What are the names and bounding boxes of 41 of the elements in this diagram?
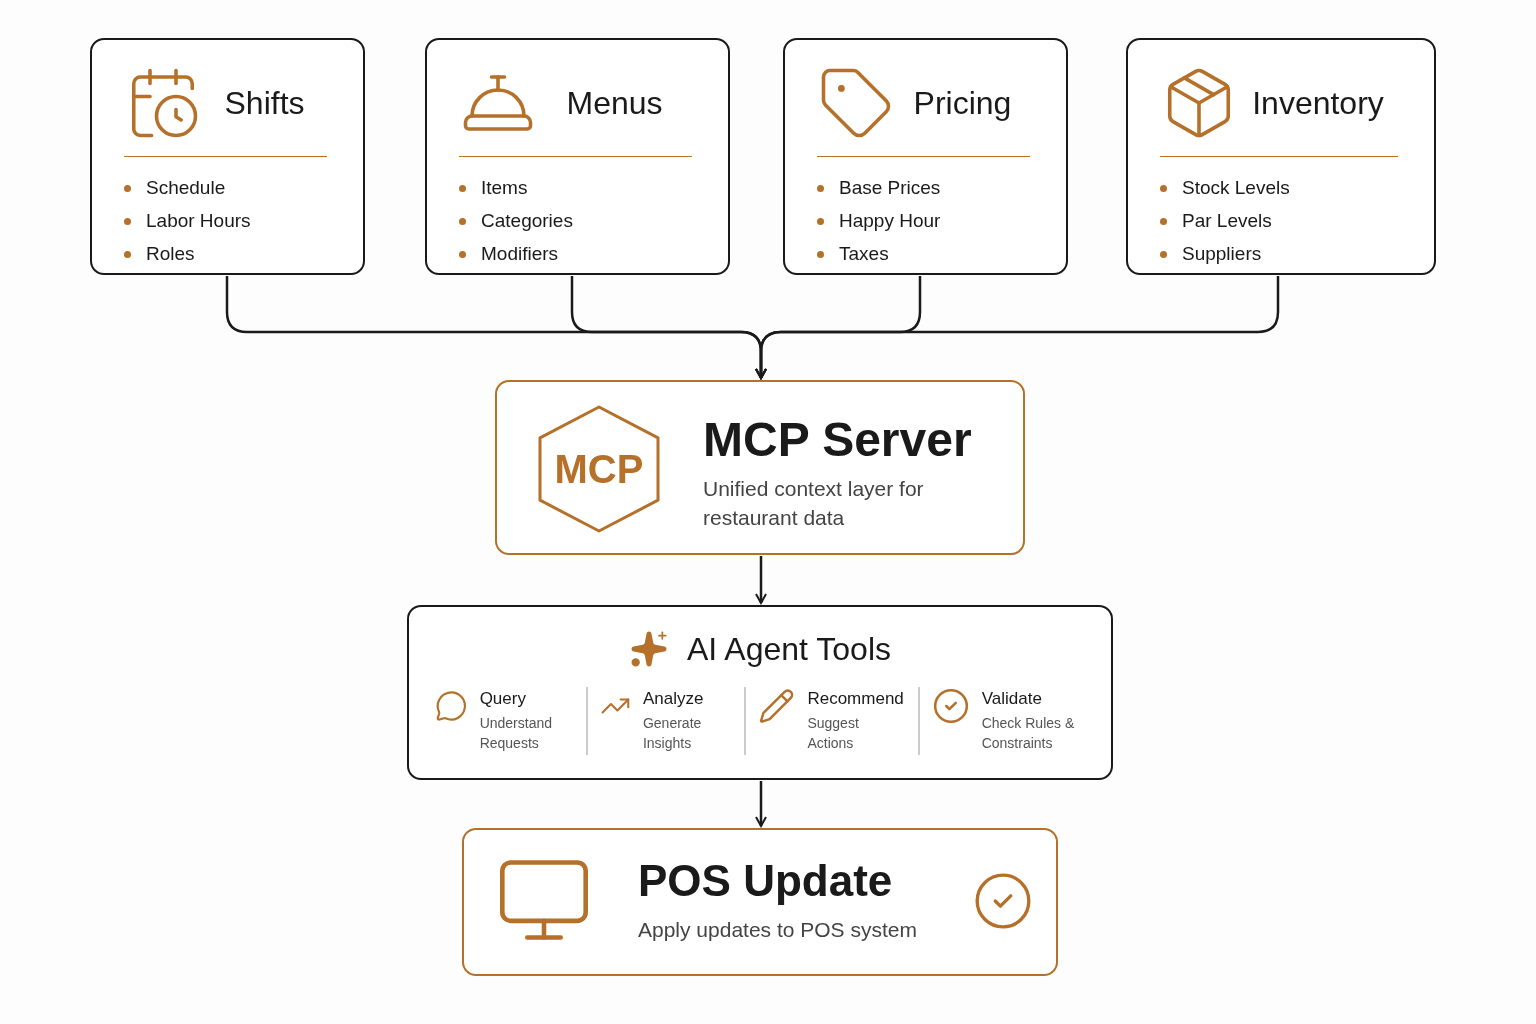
list-item: Schedule [124, 171, 363, 204]
arrow [755, 556, 767, 604]
list-item: Suppliers [1160, 237, 1434, 270]
card-title: Shifts [223, 84, 306, 122]
list-item: Taxes [817, 237, 1066, 270]
hexagon-badge [537, 404, 661, 534]
tool-description: Check Rules & Constraints [981, 714, 1076, 753]
list-item: Stock Levels [1160, 171, 1434, 204]
list-item: Base Prices [817, 171, 1066, 204]
category-card [1126, 38, 1436, 275]
card-title: Inventory [1251, 84, 1385, 122]
category-card [425, 38, 730, 275]
list-item: Labor Hours [124, 204, 363, 237]
list-item: Roles [124, 237, 363, 270]
list-item: Items [459, 171, 728, 204]
badge-text: MCP [554, 446, 644, 492]
card-title: Pricing [912, 84, 1013, 122]
list-item: Modifiers [459, 237, 728, 270]
tool-name: Query [479, 689, 527, 709]
tools-box [407, 605, 1113, 780]
arrow [755, 276, 1280, 379]
category-card [783, 38, 1068, 275]
list-item: Happy Hour [817, 204, 1066, 237]
server-box [495, 380, 1025, 555]
box-title: AI Agent Tools [687, 630, 891, 668]
box-title: MCP Server [703, 412, 972, 467]
box-title: POS Update [638, 856, 893, 906]
category-card [90, 38, 365, 275]
tool-name: Analyze [642, 689, 705, 709]
box-subtitle: Apply updates to POS system [638, 918, 917, 942]
tool-description: Generate Insights [642, 714, 703, 753]
tool-description: Understand Requests [479, 714, 553, 753]
list-item: Par Levels [1160, 204, 1434, 237]
tool-name: Recommend [807, 689, 905, 709]
card-title: Menus [565, 84, 664, 122]
arrow [755, 781, 767, 827]
list-item: Categories [459, 204, 728, 237]
result-box [462, 828, 1058, 976]
tool-description: Suggest Actions [807, 714, 860, 753]
tool-name: Validate [981, 689, 1043, 709]
box-subtitle: Unified context layer for restaurant data [703, 476, 925, 531]
